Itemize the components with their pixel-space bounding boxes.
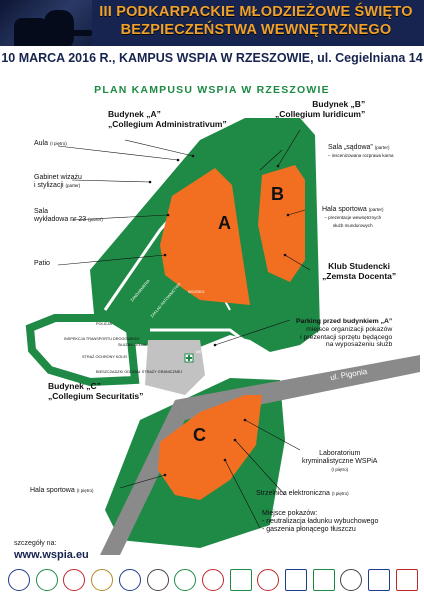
banner-title-line2: BEZPIECZEŃSTWA WEWNĘTRZNEGO	[120, 22, 392, 38]
sala-sadowa-sub: – inscenizowana rozprawa karna	[328, 153, 394, 159]
road-cegielniana	[100, 400, 185, 555]
banner-title-line1: III PODKARPACKIE MŁODZIEŻOWE ŚWIĘTO	[99, 4, 413, 20]
stand-medyczna: MEDYCZNA KARETKA	[196, 350, 236, 354]
stand-straz-ochrony: STRAŻ OCHRONY KOLEI	[82, 355, 128, 359]
label-aula: Aula (I piętro)	[34, 140, 67, 148]
stand-bieszczadzki: BIESZCZADZKI ODDZIAŁ STRAŻY GRANICZNEJ	[96, 370, 183, 374]
footer-details-label: szczegóły na:	[14, 540, 57, 547]
campus-map	[25, 118, 420, 555]
lab-text1: Laboratorium	[319, 450, 361, 457]
label-pokazy: Miejsce pokazów:- neutralizacja ładunku …	[262, 510, 378, 534]
hala-c-note: (I piętro)	[76, 488, 94, 493]
stand-sluzba-celna: SŁUŻBA CELNA	[118, 343, 147, 347]
building-c-name: Budynek „C”„Collegium Securitatis”	[48, 381, 144, 402]
parking-line4: na wyposażeniu służb	[325, 341, 393, 349]
hala-b-sub1: – prezentacje wewnętrznych	[324, 215, 382, 221]
aula-text: Aula	[34, 140, 49, 147]
stand-psp: PSP	[44, 326, 52, 330]
sala-wyk-text: Sala	[34, 208, 49, 215]
building-c-subtitle: „Collegium Securitatis”	[48, 390, 144, 401]
sala-wyk-note: (parter)	[88, 217, 103, 223]
lab-text2: kryminalistyczne WSPiA	[302, 458, 378, 466]
pokaz-line2: - neutralizacja ładunku wybuchowego	[262, 518, 379, 526]
label-klub: Klub Studencki„Zemsta Docenta”	[322, 261, 397, 282]
sponsor-logo-12	[312, 569, 335, 591]
sponsor-logo-6	[146, 569, 169, 591]
building-b-title: Budynek „B”	[312, 99, 366, 109]
sponsor-logo-8	[201, 569, 224, 591]
building-c-letter: C	[193, 425, 206, 445]
klub-text: Klub Studencki	[328, 261, 391, 271]
hala-b-note: (parter)	[368, 207, 384, 212]
strzelnica-note: (I piętro)	[331, 491, 349, 496]
sala-sadowa-text: Sala „sądowa”	[328, 144, 373, 151]
label-hala-c: Hala sportowa (I piętro)	[30, 487, 93, 495]
sala-sadowa-note: (parter)	[374, 145, 390, 150]
gabinet-text: Gabinet wizażu	[34, 174, 82, 181]
sponsor-logo-9	[229, 569, 252, 591]
gabinet-text2: i stylizacji	[34, 182, 64, 190]
sponsor-logo-3	[63, 569, 86, 591]
label-hala-b: Hala sportowa (parter) – prezentacje wewn…	[322, 206, 383, 230]
building-b-letter: B	[271, 184, 284, 204]
lab-note: (I piętro)	[331, 467, 349, 473]
pokaz-line1: Miejsce pokazów:	[262, 510, 318, 517]
hala-b-sub2: służb mundurowych	[332, 223, 373, 229]
building-b-subtitle: „Collegium Iuridicum”	[275, 108, 366, 119]
hala-c-text: Hala sportowa	[30, 487, 75, 494]
building-a-letter: A	[218, 213, 231, 233]
klub-text2: „Zemsta Docenta”	[322, 270, 397, 281]
sponsor-logo-10	[257, 569, 280, 591]
parking-line2: miejsce organizacji pokazów	[306, 325, 393, 333]
hala-b-text: Hala sportowa	[322, 206, 367, 213]
footer-url[interactable]: www.wspia.eu	[14, 549, 89, 561]
building-c	[158, 395, 262, 500]
building-c-title: Budynek „C”	[48, 381, 101, 391]
building-a	[160, 168, 250, 305]
building-b	[258, 165, 305, 282]
sponsor-logos	[8, 566, 418, 594]
parking-line1: Parking przed budynkiem „A”	[296, 318, 393, 325]
strzelnica-text: Strzelnica elektroniczna	[256, 490, 330, 497]
pokaz-line3: - gaszenia płonącego tłuszczu	[262, 526, 356, 534]
sponsor-logo-14	[368, 569, 391, 591]
plan-title: PLAN KAMPUSU WSPIA W RZESZOWIE	[94, 84, 330, 96]
sponsor-logo-1	[8, 569, 30, 591]
stand-inspekcja: INSPEKCJA TRANSPORTU DROGOWEGO	[64, 337, 140, 341]
sponsor-logo-15	[395, 569, 418, 591]
building-a-title: Budynek „A”	[108, 109, 161, 119]
sala-wyk-text2: wykładowa nr 23	[34, 216, 87, 224]
parking-line3: i prezentacji sprzętu będącego	[300, 333, 393, 341]
aula-note: (I piętro)	[49, 141, 67, 146]
stand-wojsko: WOJSKO	[188, 290, 205, 294]
sponsor-logo-4	[91, 569, 114, 591]
stand-kwp: KWP	[60, 326, 69, 330]
label-strzelnica: Strzelnica elektroniczna (I piętro)	[256, 490, 349, 498]
building-a-name: Budynek „A”„Collegium Administrativum”	[108, 109, 227, 130]
sponsor-logo-11	[285, 569, 308, 591]
sponsor-logo-5	[118, 569, 141, 591]
sponsor-logo-7	[174, 569, 197, 591]
building-a-subtitle: „Collegium Administrativum”	[108, 118, 227, 129]
parking-lot	[145, 340, 205, 395]
campus-annex-west	[25, 314, 140, 387]
sponsor-logo-2	[35, 569, 58, 591]
building-b-name: Budynek „B”„Collegium Iuridicum”	[275, 99, 366, 120]
banner-subtitle: 10 MARCA 2016 R., KAMPUS WSPIA W RZESZOW…	[1, 51, 423, 65]
label-patio: Patio	[34, 260, 50, 267]
event-banner: III PODKARPACKIE MŁODZIEŻOWE ŚWIĘTO BEZP…	[0, 0, 424, 76]
label-sala-sadowa: Sala „sądowa” (parter) – inscenizowana ro…	[328, 144, 394, 160]
stand-policja: POLICJA	[96, 322, 112, 326]
sponsor-logo-13	[340, 569, 363, 591]
banner-subtitle-bar: 10 MARCA 2016 R., KAMPUS WSPIA W RZESZOW…	[0, 46, 424, 76]
gabinet-note: (parter)	[65, 183, 81, 189]
label-parking: Parking przed budynkiem „A”miejsce organ…	[296, 318, 392, 349]
